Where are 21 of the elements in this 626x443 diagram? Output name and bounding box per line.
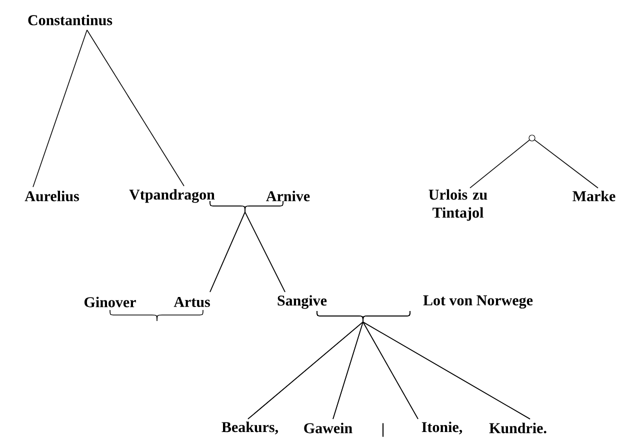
name-label: Gawein — [304, 422, 352, 434]
name-label: Aurelius — [24, 190, 80, 202]
name-label: Urlois zu Tintajol — [428, 189, 488, 221]
descent-line — [32, 30, 88, 188]
name-label: Itonie, — [422, 422, 462, 434]
name-label: Ginover — [84, 296, 136, 308]
descent-line — [470, 140, 530, 188]
name-label: Constantinus — [28, 14, 112, 26]
descent-line — [534, 140, 598, 188]
descent-line — [362, 310, 530, 420]
name-label: Sangive — [278, 295, 327, 309]
name-label: Marke — [572, 190, 616, 202]
separator-mark: | — [382, 423, 384, 437]
name-label: Kundrie. — [489, 422, 546, 434]
name-label: Artus — [174, 296, 210, 308]
descent-line — [86, 30, 184, 186]
name-label: Arnive — [266, 190, 310, 202]
descent-line — [244, 200, 286, 292]
name-label: Beakurs, — [222, 422, 278, 434]
name-label: Vtpandragon — [129, 189, 215, 203]
name-label: Lot von Norwege — [423, 295, 533, 309]
